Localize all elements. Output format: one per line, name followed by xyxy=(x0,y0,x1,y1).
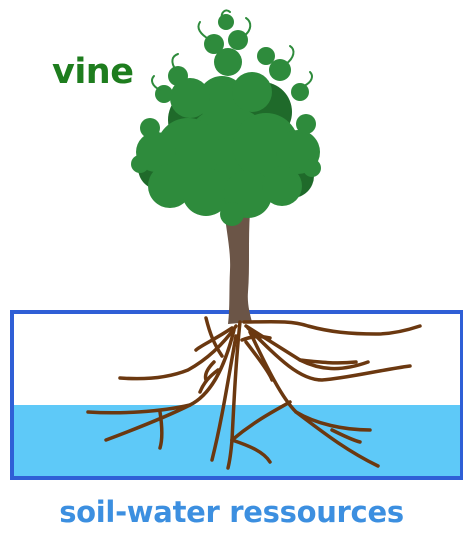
root xyxy=(160,412,162,448)
vine-label: vine xyxy=(52,52,133,92)
soil-water-label: soil-water ressources xyxy=(0,494,463,530)
trunk xyxy=(224,208,252,324)
vine-plant-icon xyxy=(131,10,321,226)
